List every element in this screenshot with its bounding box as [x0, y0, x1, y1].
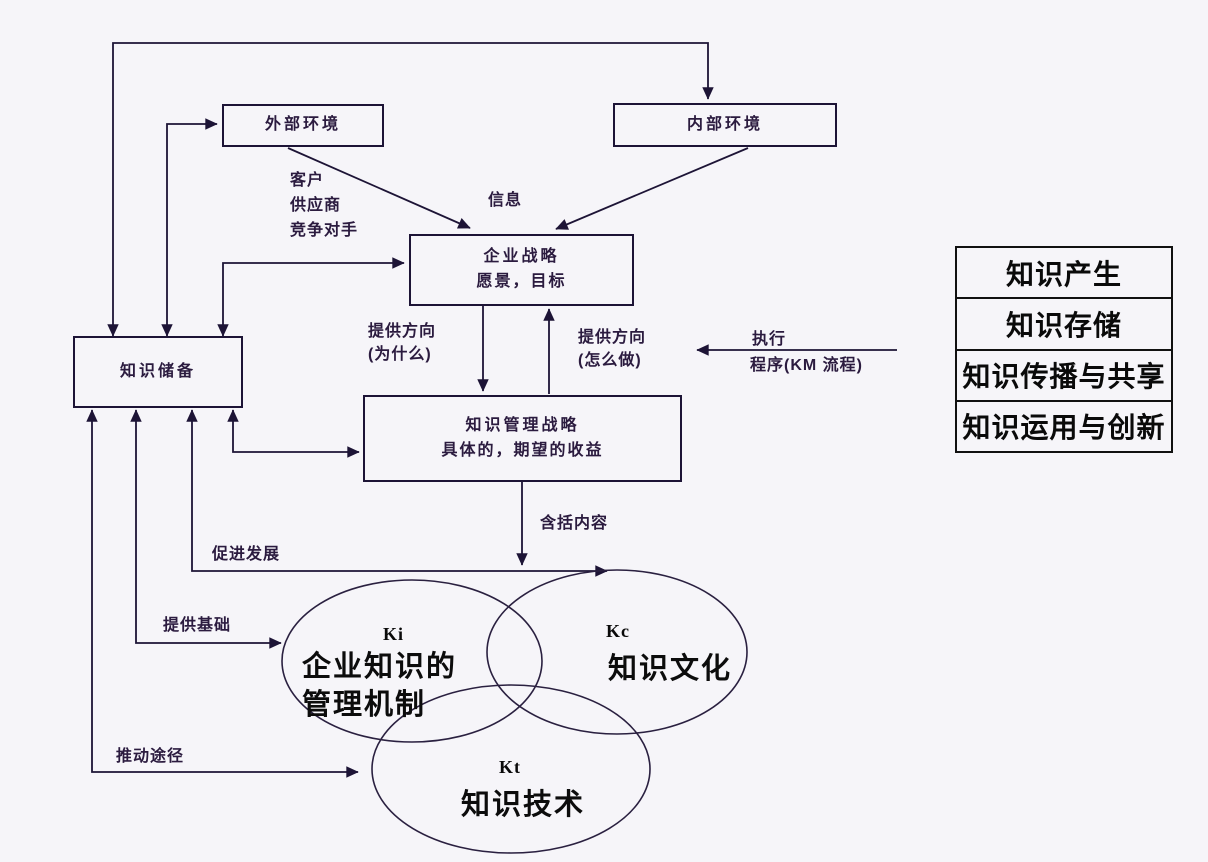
label-information: 信息 — [488, 192, 523, 209]
venn-tag-ki: Ki — [383, 624, 405, 644]
label-provide-foundation: 提供基础 — [163, 617, 232, 634]
knowledge-process-table: 知识产生 知识存储 知识传播与共享 知识运用与创新 — [955, 246, 1173, 453]
box-km-strategy: 知识管理战略 具体的，期望的收益 — [363, 395, 682, 482]
venn-label-ki: 企业知识的 管理机制 — [302, 648, 457, 724]
label-include-content: 含括内容 — [540, 515, 609, 532]
label-stakeholders: 客户 供应商 竞争对手 — [290, 168, 358, 243]
label-direction-why: 提供方向 (为什么) — [368, 320, 436, 366]
label-suppliers: 供应商 — [290, 197, 342, 214]
box-internal-environment: 内部环境 — [613, 103, 837, 147]
km-strategy-title: 知识管理战略 — [465, 416, 580, 434]
venn-tag-kt: Kt — [499, 757, 521, 777]
venn-label-kc: 知识文化 — [608, 653, 733, 685]
venn-label-kt: 知识技术 — [461, 789, 586, 821]
arrow-reserve-internal-loop — [107, 42, 714, 337]
box-internal-environment-label: 内部环境 — [686, 115, 763, 133]
table-row-knowledge-storage: 知识存储 — [957, 299, 1171, 351]
box-external-environment-label: 外部环境 — [264, 116, 341, 134]
label-promote-development: 促进发展 — [212, 546, 281, 563]
enterprise-strategy-subtitle: 愿景，目标 — [476, 273, 567, 290]
box-knowledge-reserve: 知识储备 — [73, 336, 243, 408]
venn-ellipse-kt — [371, 684, 651, 854]
label-direction-why-line2: (为什么) — [368, 346, 432, 363]
knowledge-reserve-label: 知识储备 — [119, 362, 196, 380]
label-direction-how-line1: 提供方向 — [578, 329, 647, 346]
label-driving-path: 推动途径 — [116, 748, 185, 765]
arrow-reserve-kmstrategy — [227, 409, 360, 458]
label-execute: 执行 — [752, 331, 787, 348]
arrow-reserve-strategy — [217, 257, 405, 337]
venn-tag-kc: Kc — [606, 621, 630, 641]
arrow-provide-foundation — [130, 409, 282, 649]
label-direction-why-line1: 提供方向 — [368, 323, 437, 340]
arrow-driving-path — [86, 409, 359, 778]
venn-ellipse-kc — [486, 569, 748, 735]
arrow-external-to-strategy — [287, 147, 471, 229]
venn-ki-line2: 管理机制 — [302, 689, 427, 721]
table-row-knowledge-innovation: 知识运用与创新 — [962, 412, 1166, 444]
box-enterprise-strategy: 企业战略 愿景，目标 — [409, 234, 634, 306]
label-procedure-km-process: 程序(KM 流程) — [750, 357, 863, 374]
label-customers: 客户 — [290, 172, 325, 189]
venn-ellipse-ki — [281, 579, 543, 743]
enterprise-strategy-title: 企业战略 — [483, 248, 560, 266]
label-direction-how: 提供方向 (怎么做) — [578, 326, 646, 372]
label-direction-how-line2: (怎么做) — [578, 352, 642, 369]
arrow-internal-to-strategy — [555, 147, 749, 230]
km-strategy-subtitle: 具体的，期望的收益 — [441, 441, 604, 459]
venn-ki-line1: 企业知识的 — [302, 651, 458, 683]
box-external-environment: 外部环境 — [222, 104, 384, 147]
arrow-reserve-external — [161, 118, 218, 337]
table-row-knowledge-generation: 知识产生 — [957, 248, 1171, 300]
label-competitors: 竞争对手 — [290, 222, 359, 239]
table-row-knowledge-sharing: 知识传播与共享 — [957, 351, 1171, 402]
